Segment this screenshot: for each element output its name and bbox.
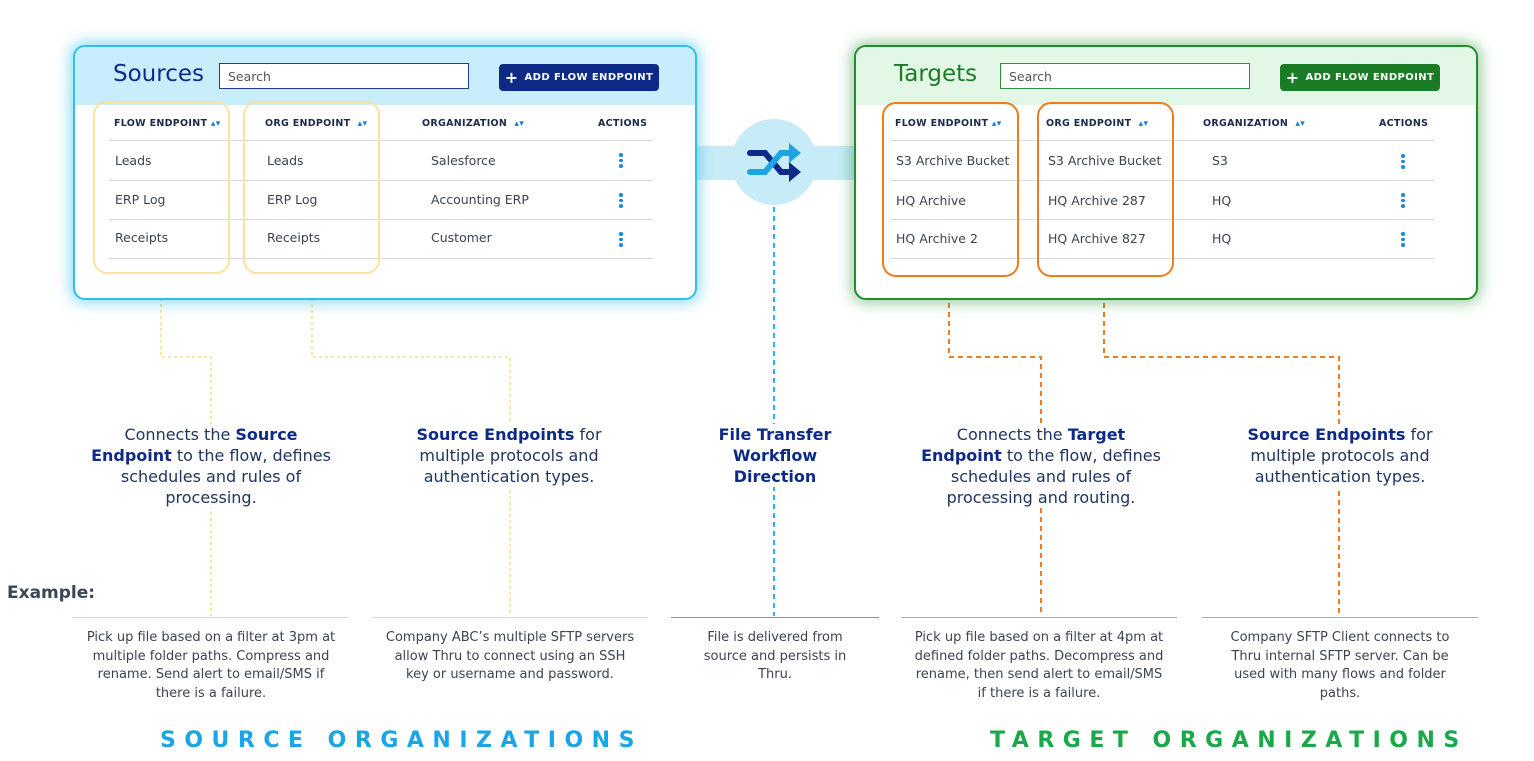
col-org-endpoint[interactable]: ORG ENDPOINT ▴▾: [1046, 118, 1149, 129]
col-flow-endpoint[interactable]: FLOW ENDPOINT ▴▾: [895, 118, 1002, 129]
org-endpoint-cell: Leads: [267, 153, 304, 168]
targets-header: Targets Search + ADD FLOW ENDPOINT: [856, 47, 1476, 105]
org-endpoint-cell: S3 Archive Bucket: [1048, 153, 1162, 168]
source-flow-example: Pick up file based on a filter at 3pm at…: [86, 630, 336, 701]
org-endpoint-cell: ERP Log: [267, 192, 318, 207]
targets-title: Targets: [894, 61, 978, 87]
flow-endpoint-highlight: [93, 101, 230, 274]
source-flow-description: Connects the Source Endpoint to the flow…: [86, 424, 336, 508]
divider: [1202, 617, 1478, 618]
center-description: File Transfer Workflow Direction: [690, 424, 860, 487]
flow-endpoint-cell: Receipts: [115, 230, 169, 245]
organization-cell: S3: [1212, 153, 1228, 168]
targets-panel: Targets Search + ADD FLOW ENDPOINT FLOW …: [854, 45, 1478, 300]
sort-icon[interactable]: ▴▾: [210, 119, 221, 129]
sources-header: Sources Search + ADD FLOW ENDPOINT: [75, 47, 695, 105]
col-org-endpoint[interactable]: ORG ENDPOINT ▴▾: [265, 118, 368, 129]
target-org-description: Source Endpoints for multiple protocols …: [1215, 424, 1465, 487]
source-org-description: Source Endpoints for multiple protocols …: [384, 424, 634, 487]
flow-endpoint-cell: Leads: [115, 153, 152, 168]
sources-search-input[interactable]: Search: [219, 63, 469, 89]
targets-search-input[interactable]: Search: [1000, 63, 1250, 89]
kebab-menu-icon[interactable]: [1401, 154, 1405, 171]
target-flow-example: Pick up file based on a filter at 4pm at…: [914, 630, 1164, 701]
sort-icon[interactable]: ▴▾: [991, 119, 1002, 129]
kebab-menu-icon[interactable]: [1401, 232, 1405, 249]
kebab-menu-icon[interactable]: [619, 193, 623, 210]
org-endpoint-cell: HQ Archive 827: [1048, 231, 1146, 246]
organization-cell: Customer: [431, 230, 492, 245]
add-target-endpoint-button[interactable]: + ADD FLOW ENDPOINT: [1280, 64, 1440, 91]
col-organization[interactable]: ORGANIZATION ▴▾: [1203, 118, 1306, 129]
plus-icon: +: [1285, 67, 1300, 87]
organization-cell: HQ: [1212, 193, 1232, 208]
target-flow-description: Connects the Target Endpoint to the flow…: [916, 424, 1166, 508]
flow-endpoint-cell: HQ Archive: [896, 193, 966, 208]
sort-icon[interactable]: ▴▾: [1295, 119, 1306, 129]
flow-endpoint-highlight: [882, 102, 1019, 277]
org-endpoint-highlight: [1037, 102, 1174, 277]
col-actions: ACTIONS: [598, 118, 648, 129]
divider: [901, 617, 1177, 618]
target-organizations-label: TARGET ORGANIZATIONS: [990, 728, 1468, 753]
organization-cell: Salesforce: [431, 153, 496, 168]
col-actions: ACTIONS: [1379, 118, 1429, 129]
kebab-menu-icon[interactable]: [619, 232, 623, 249]
organization-cell: Accounting ERP: [431, 192, 529, 207]
organization-cell: HQ: [1212, 231, 1232, 246]
shuffle-icon: [747, 143, 801, 182]
example-label: Example:: [7, 583, 96, 603]
flow-direction-circle: [731, 119, 817, 205]
org-endpoint-cell: HQ Archive 287: [1048, 193, 1146, 208]
divider: [372, 617, 648, 618]
divider: [72, 617, 349, 618]
sources-title: Sources: [113, 61, 204, 87]
sources-panel: Sources Search + ADD FLOW ENDPOINT FLOW …: [73, 45, 697, 300]
add-source-endpoint-label: ADD FLOW ENDPOINT: [524, 72, 654, 83]
plus-icon: +: [504, 67, 519, 87]
kebab-menu-icon[interactable]: [1401, 193, 1405, 210]
flow-endpoint-cell: S3 Archive Bucket: [896, 153, 1010, 168]
source-organizations-label: SOURCE ORGANIZATIONS: [160, 728, 643, 753]
add-target-endpoint-label: ADD FLOW ENDPOINT: [1305, 72, 1435, 83]
center-example: File is delivered from source and persis…: [703, 630, 847, 682]
sort-icon[interactable]: ▴▾: [357, 119, 368, 129]
org-endpoint-cell: Receipts: [267, 230, 321, 245]
add-source-endpoint-button[interactable]: + ADD FLOW ENDPOINT: [499, 64, 659, 91]
sort-icon[interactable]: ▴▾: [1138, 119, 1149, 129]
col-organization[interactable]: ORGANIZATION ▴▾: [422, 118, 525, 129]
target-org-example: Company SFTP Client connects to Thru int…: [1230, 630, 1450, 701]
source-org-example: Company ABC’s multiple SFTP servers allo…: [385, 630, 635, 682]
divider: [671, 617, 879, 618]
flow-endpoint-cell: ERP Log: [115, 192, 166, 207]
org-endpoint-highlight: [243, 101, 380, 274]
flow-endpoint-cell: HQ Archive 2: [896, 231, 978, 246]
col-flow-endpoint[interactable]: FLOW ENDPOINT ▴▾: [114, 118, 221, 129]
sort-icon[interactable]: ▴▾: [514, 119, 525, 129]
kebab-menu-icon[interactable]: [619, 153, 623, 170]
